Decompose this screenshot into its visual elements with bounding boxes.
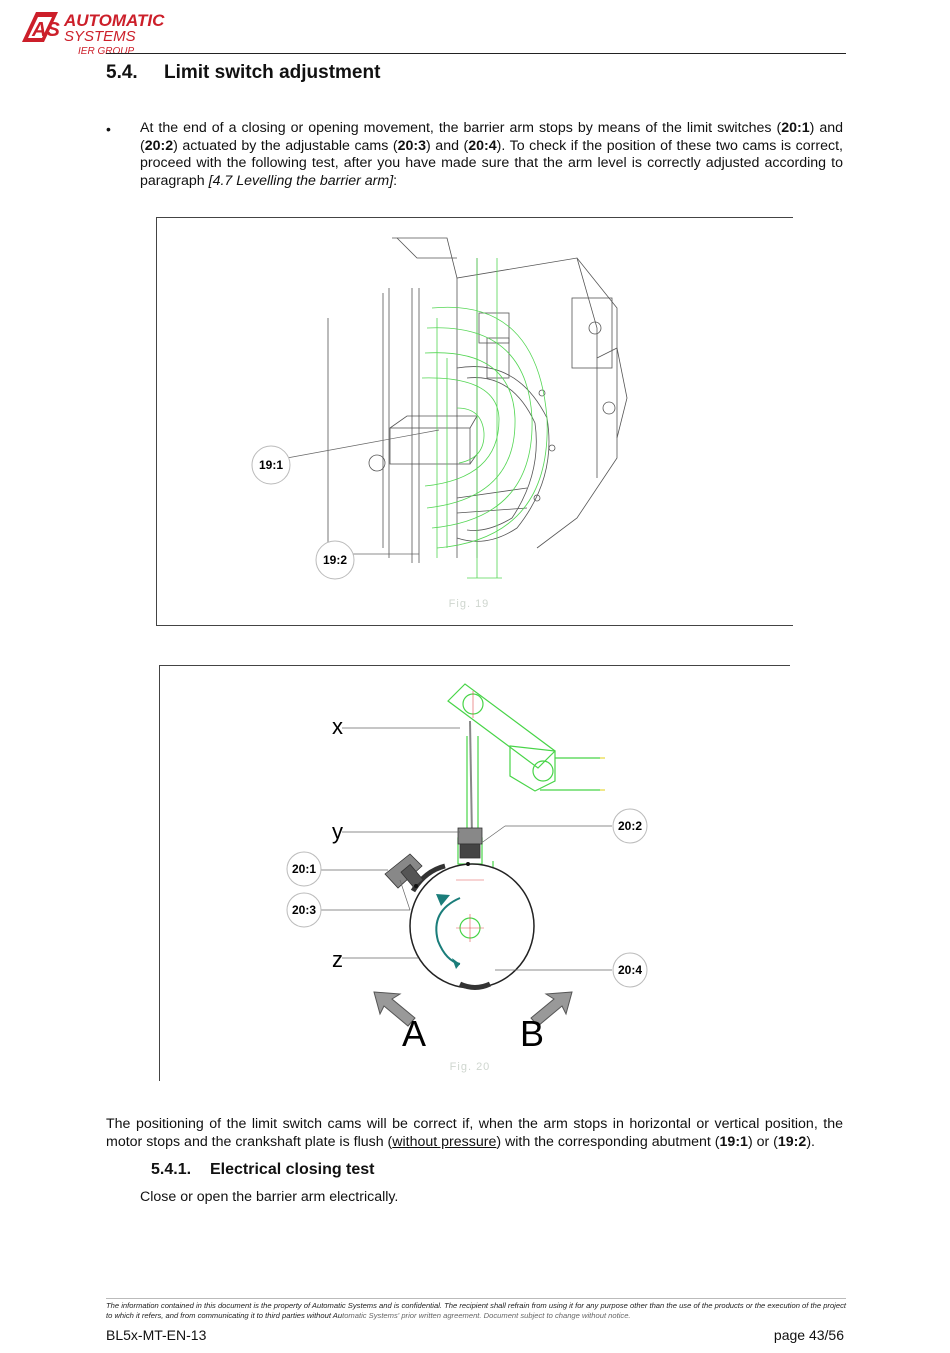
callout-20-3: 20:3 <box>292 903 316 917</box>
intro-paragraph: At the end of a closing or opening movem… <box>140 120 844 189</box>
callout-20-1: 20:1 <box>292 862 316 876</box>
subsection-number: 5.4.1. <box>151 1161 192 1178</box>
section-heading: 5.4. Limit switch adjustment <box>106 62 380 84</box>
bullet-icon: • <box>106 121 111 137</box>
figure-20-caption: Fig. 20 <box>450 1061 491 1073</box>
label-x: x <box>332 714 343 739</box>
confidentiality-note: The information contained in this docume… <box>106 1301 846 1320</box>
direction-b: B <box>520 1013 544 1054</box>
figure-19: 19:1 19:2 Fig. 19 <box>156 217 793 626</box>
callout-19-2: 19:2 <box>323 553 347 567</box>
callout-20-2: 20:2 <box>618 819 642 833</box>
header-rule <box>106 53 846 54</box>
section-number: 5.4. <box>106 62 138 83</box>
closing-test-paragraph: Close or open the barrier arm electrical… <box>140 1189 399 1205</box>
callout-20-4: 20:4 <box>618 963 642 977</box>
callout-19-1: 19:1 <box>259 458 283 472</box>
page-number: page 43/56 <box>773 1327 844 1343</box>
label-y: y <box>332 819 343 844</box>
subsection-title: Electrical closing test <box>210 1161 375 1178</box>
logo-mark-icon: AS AUTOMATIC SYSTEMS IER GROUP <box>22 11 165 57</box>
svg-text:AS: AS <box>31 19 60 41</box>
subsection-heading: 5.4.1. Electrical closing test <box>151 1161 375 1179</box>
mechanism-drawing: 19:1 19:2 Fig. 19 <box>251 237 628 610</box>
company-logo: AS AUTOMATIC SYSTEMS IER GROUP <box>18 8 208 57</box>
section-title: Limit switch adjustment <box>164 62 381 83</box>
svg-text:SYSTEMS: SYSTEMS <box>64 28 136 45</box>
svg-text:IER GROUP: IER GROUP <box>78 46 134 56</box>
document-code: BL5x-MT-EN-13 <box>106 1327 207 1343</box>
footer-rule <box>106 1298 846 1299</box>
figure-19-caption: Fig. 19 <box>449 598 490 610</box>
cam-diagram: x y z 20:1 20:3 20:2 20:4 A B Fig. 20 <box>286 683 648 1073</box>
label-z: z <box>332 947 343 972</box>
direction-a: A <box>402 1013 426 1054</box>
figure-20: x y z 20:1 20:3 20:2 20:4 A B Fig. 20 <box>159 665 790 1081</box>
svg-text:AUTOMATIC: AUTOMATIC <box>63 11 165 30</box>
positioning-paragraph: The positioning of the limit switch cams… <box>106 1116 843 1150</box>
